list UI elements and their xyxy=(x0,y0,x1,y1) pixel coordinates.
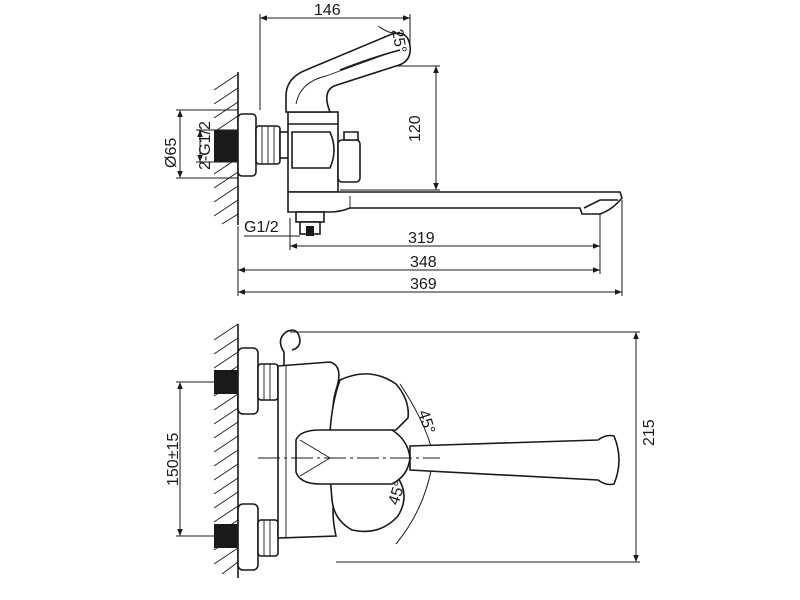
dim-120-label: 120 xyxy=(407,115,424,142)
side-mixer-body xyxy=(287,111,361,193)
dim-369: 369 xyxy=(238,200,623,296)
dim-215-label: 215 xyxy=(641,419,658,446)
top-view: 45° 45° 150±15 215 xyxy=(165,323,658,578)
dim-diameter: Ø65 2-G1/2 xyxy=(163,109,238,179)
top-lower-inlet xyxy=(214,503,279,571)
dim-146-label: 146 xyxy=(314,2,341,19)
top-upper-inlet xyxy=(214,347,279,415)
inlet-thread-label: 2-G1/2 xyxy=(197,121,214,170)
side-inlet-connector xyxy=(214,113,291,177)
dim-215: 215 xyxy=(290,331,658,563)
side-outlet xyxy=(295,211,325,236)
side-view: 146 25° 120 Ø65 2-G1/2 G1/2 xyxy=(163,2,623,296)
dim-369-label: 369 xyxy=(410,276,437,293)
dim-319: 319 xyxy=(289,214,601,250)
side-lever-handle xyxy=(285,32,412,113)
top-lever-handle xyxy=(295,429,411,485)
side-spout xyxy=(287,191,623,215)
angle-25-label: 25° xyxy=(388,28,409,55)
dim-spacing: 150±15 xyxy=(165,381,214,537)
diameter-label: Ø65 xyxy=(163,138,180,168)
dim-146: 146 25° xyxy=(259,2,411,110)
dim-348-label: 348 xyxy=(410,254,437,271)
spacing-label: 150±15 xyxy=(165,433,182,486)
top-lever-range: 45° 45° xyxy=(329,373,438,545)
angle-45-lower-label: 45° xyxy=(386,479,410,507)
outlet-thread-label: G1/2 xyxy=(244,219,279,236)
dim-319-label: 319 xyxy=(408,230,435,247)
top-spout xyxy=(409,434,620,486)
dim-120: 120 xyxy=(340,65,440,191)
hose-hook-icon xyxy=(279,329,301,366)
dim-348: 348 xyxy=(237,226,601,296)
angle-45-upper-label: 45° xyxy=(414,408,438,436)
